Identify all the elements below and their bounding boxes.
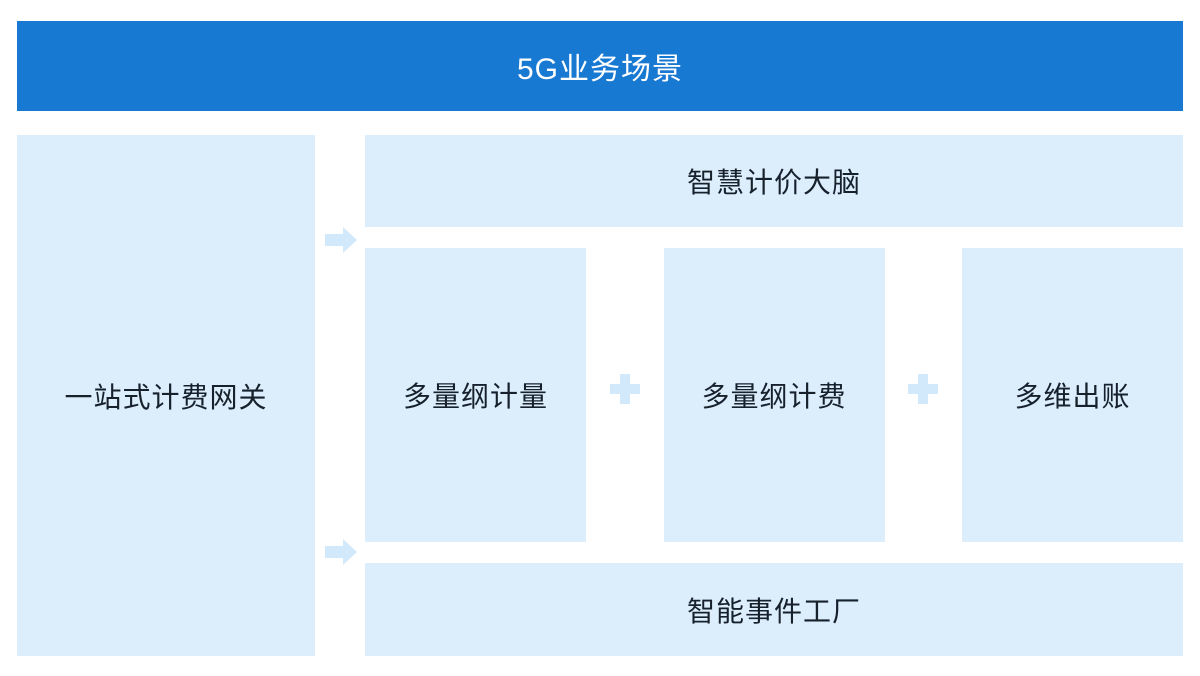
metering-box: 多量纲计量 <box>365 248 586 542</box>
gateway-box-label: 一站式计费网关 <box>64 381 268 413</box>
event-factory-bar-label: 智能事件工厂 <box>686 595 861 627</box>
right-column: 智慧计价大脑 多量纲计量 多量纲计费 多维出账 智能事件工厂 <box>365 135 1183 656</box>
arrow-right-icon <box>325 546 343 558</box>
title-banner: 5G业务场景 <box>17 21 1183 111</box>
billing-box: 多维出账 <box>962 248 1183 542</box>
charging-box-label: 多量纲计费 <box>701 381 847 412</box>
plus-icon <box>908 374 939 404</box>
pricing-brain-bar: 智慧计价大脑 <box>365 135 1183 227</box>
billing-box-label: 多维出账 <box>1014 381 1131 412</box>
pricing-brain-bar-label: 智慧计价大脑 <box>686 167 861 198</box>
gateway-box: 一站式计费网关 <box>17 135 315 656</box>
title-banner-label: 5G业务场景 <box>516 53 684 86</box>
arrow-right-icon <box>325 234 343 246</box>
event-factory-bar: 智能事件工厂 <box>365 563 1183 656</box>
middle-row: 多量纲计量 多量纲计费 多维出账 <box>365 248 1183 542</box>
metering-box-label: 多量纲计量 <box>402 381 548 412</box>
plus-cell <box>586 248 664 542</box>
plus-icon <box>609 374 640 404</box>
charging-box: 多量纲计费 <box>663 248 885 542</box>
plus-cell <box>885 248 963 542</box>
